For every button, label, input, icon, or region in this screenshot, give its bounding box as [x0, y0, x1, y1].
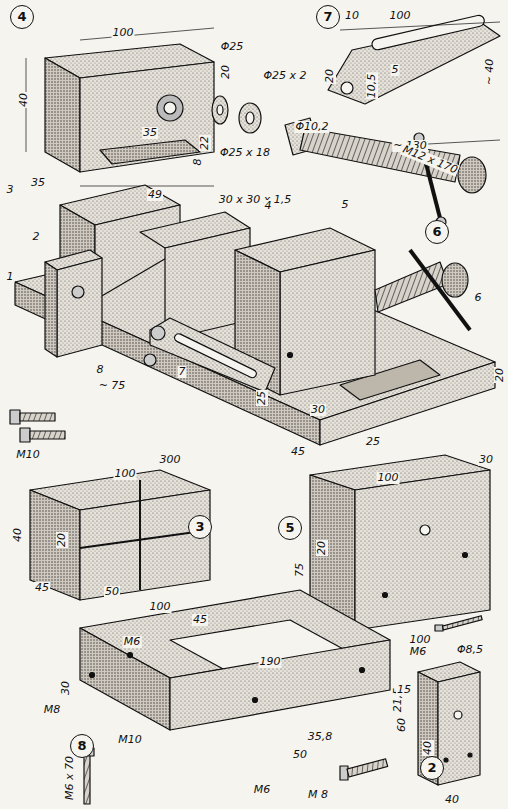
dimension-label: 35,8 [307, 731, 334, 743]
dimension-label: 40 [422, 740, 434, 756]
dimension-label: 22 [199, 135, 211, 151]
dimension-label: M6 [253, 784, 272, 796]
dimension-label: M6 [123, 636, 142, 648]
dimension-label: 100 [114, 468, 137, 480]
dimension-label: 6 [474, 292, 483, 304]
callout-circle: 6 [425, 220, 449, 244]
dimension-label: 40 [444, 794, 460, 806]
dimension-label: 30 [478, 454, 494, 466]
dimension-label: Φ10,2 [294, 121, 329, 133]
callout-number: 8 [77, 739, 86, 753]
dimension-label: 30 [310, 404, 326, 416]
dimension-label: 10 [344, 10, 360, 22]
dimension-label: M6 [409, 646, 428, 658]
dimension-label: 30 [60, 680, 72, 696]
callout-number: 4 [17, 10, 26, 24]
callout-circle: 4 [10, 5, 34, 29]
dimension-label: 2 [32, 231, 41, 243]
callout-circle: 3 [188, 515, 212, 539]
dimension-label: 49 [147, 189, 163, 201]
dimension-label: 35 [30, 177, 46, 189]
dimension-label: 25 [256, 390, 268, 406]
dimension-label: 8 [96, 364, 105, 376]
dimension-label: 20 [56, 532, 68, 548]
dimension-label: 100 [112, 27, 135, 39]
dimension-label: 50 [292, 749, 308, 761]
dimension-label: 8 [192, 158, 204, 167]
dimension-label: 20 [324, 68, 336, 84]
dimension-label: 40 [18, 92, 30, 108]
dimension-label: 300 [159, 454, 182, 466]
dimension-label: 45 [290, 446, 306, 458]
dimension-label: M10 [15, 449, 41, 461]
dimension-label: 45 [192, 614, 208, 626]
dimension-label: 45 [34, 582, 50, 594]
callout-circle: 2 [420, 756, 444, 780]
dimension-label: 100 [377, 472, 400, 484]
callout-number: 6 [432, 225, 441, 239]
dimension-label: 5 [341, 199, 350, 211]
dimension-label: 15 [396, 684, 412, 696]
dimension-label: 3 [6, 184, 15, 196]
dimension-label: Φ25 x 18 [219, 147, 271, 159]
dimension-label: 20 [494, 367, 506, 383]
dimension-label: 10,5 [366, 73, 378, 100]
dimension-label: ~ 75 [98, 380, 127, 392]
dimension-label: M10 [117, 734, 143, 746]
dimension-label: 4 [264, 200, 273, 212]
callout-circle: 8 [70, 734, 94, 758]
dimension-label: 50 [104, 586, 120, 598]
dimension-label: 35 [142, 127, 158, 139]
dimension-label: Φ25 x 2 [262, 70, 307, 82]
dimension-label: 100 [149, 601, 172, 613]
callout-circle: 7 [316, 5, 340, 29]
dimension-label: 40 [12, 527, 24, 543]
dimension-label: 60 [396, 717, 408, 733]
callout-number: 3 [195, 520, 204, 534]
dimension-label: 30 x 30 x 1,5 [218, 194, 293, 206]
dimension-label: 25 [365, 436, 381, 448]
dimension-label: 100 [409, 634, 432, 646]
callout-number: 2 [427, 761, 436, 775]
dimension-label: M 8 [307, 789, 329, 801]
dimension-label: 100 [389, 10, 412, 22]
dimension-label: 75 [294, 562, 306, 578]
callout-number: 5 [285, 521, 294, 535]
dimension-label: 190 [259, 656, 282, 668]
dimension-label: ~ 40 [484, 58, 496, 87]
dimension-label: Φ8,5 [456, 644, 484, 656]
dimension-label: M6 x 70 [64, 755, 76, 801]
callout-number: 7 [323, 10, 332, 24]
dimension-label: 7 [178, 366, 187, 378]
dimension-label: 1 [6, 271, 15, 283]
callout-circle: 5 [278, 516, 302, 540]
dimension-label: 20 [220, 64, 232, 80]
dimension-label: 5 [391, 64, 400, 76]
dimension-label: Φ25 [220, 41, 245, 53]
dimension-label: M8 [43, 704, 62, 716]
dimension-label: 20 [316, 540, 328, 556]
